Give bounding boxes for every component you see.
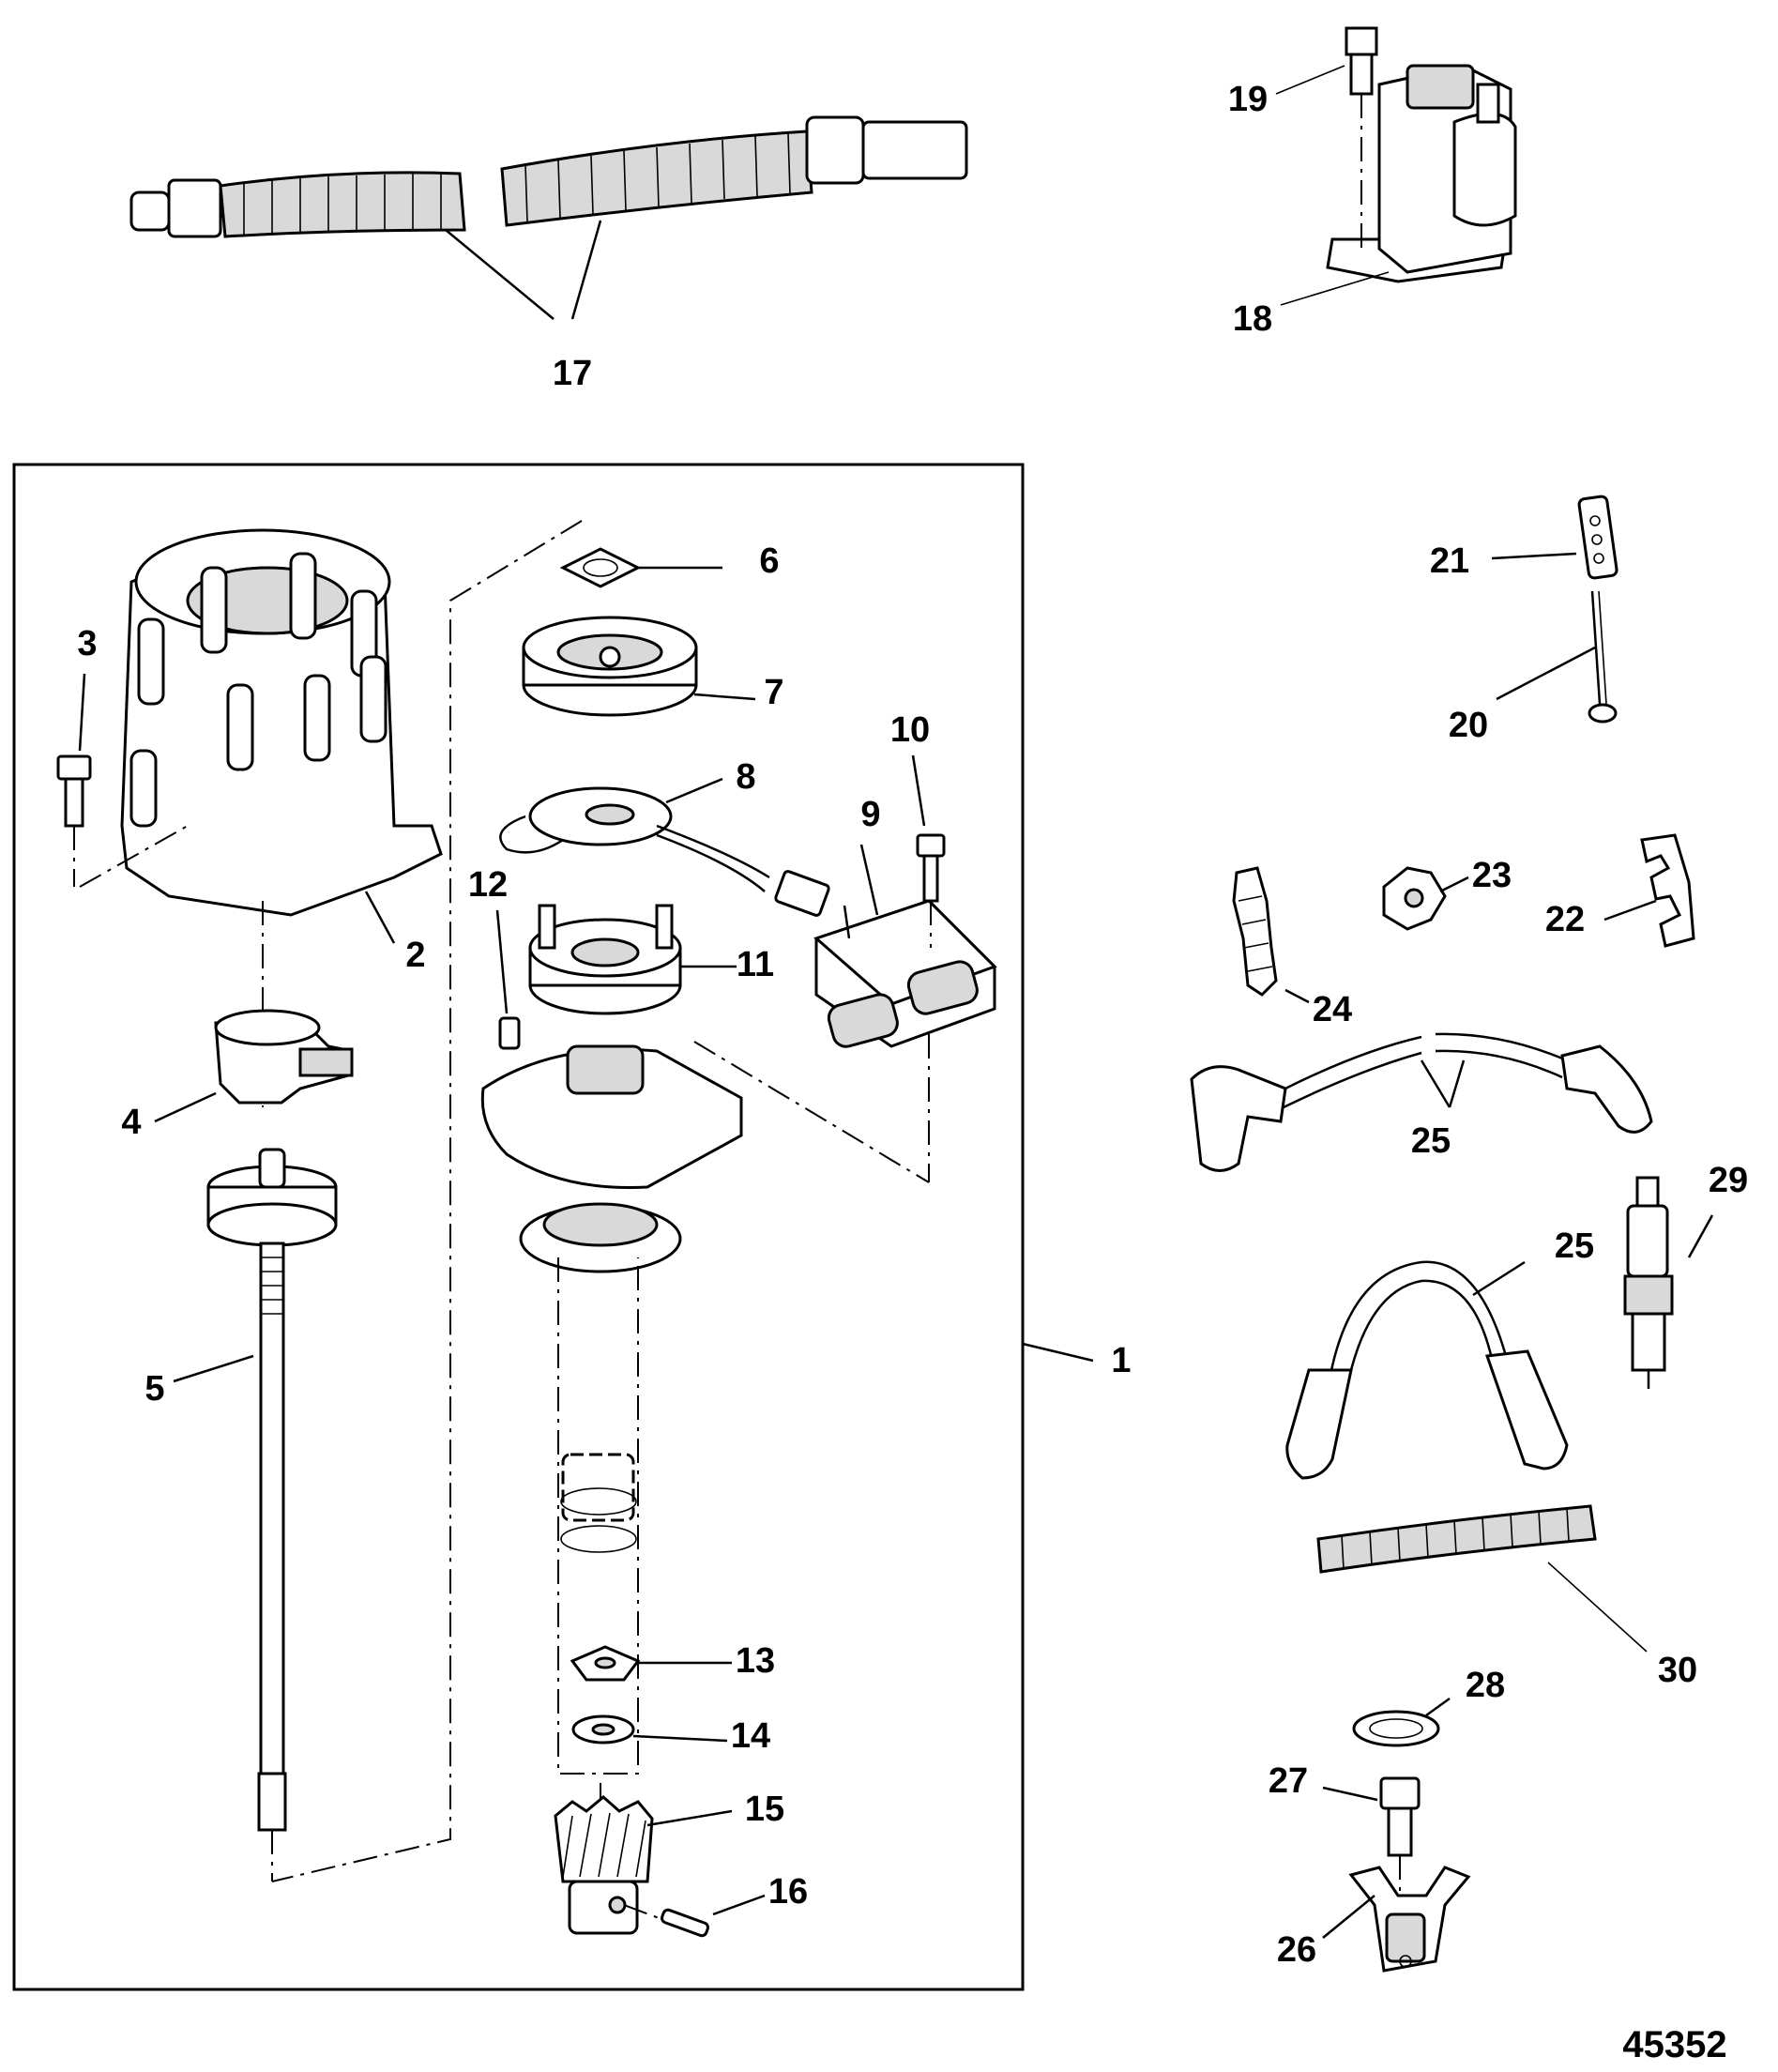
callout-20: 20 bbox=[1449, 706, 1488, 745]
callout-17: 17 bbox=[553, 354, 592, 393]
callout-21: 21 bbox=[1430, 541, 1469, 581]
ignition-coil-part-18 bbox=[1326, 64, 1517, 283]
callout-27: 27 bbox=[1269, 1761, 1308, 1801]
callout-28: 28 bbox=[1466, 1666, 1505, 1705]
ignition-module-part-9 bbox=[813, 899, 997, 1048]
bracket-part-26 bbox=[1348, 1866, 1471, 1973]
wire-retainer-part-24 bbox=[1232, 866, 1278, 997]
rotor-part-4 bbox=[214, 1009, 354, 1105]
distributor-housing bbox=[480, 1044, 743, 1886]
pickup-coil-part-8 bbox=[499, 786, 830, 917]
wire-clip-part-23 bbox=[1382, 866, 1447, 931]
assembly-box-part-1 bbox=[12, 463, 1025, 1991]
callout-23: 23 bbox=[1472, 856, 1512, 895]
module-screw-part-10 bbox=[916, 833, 946, 948]
shaft-part-5 bbox=[206, 1148, 338, 1882]
callout-26: 26 bbox=[1277, 1930, 1316, 1970]
callout-22: 22 bbox=[1545, 900, 1585, 939]
callout-6: 6 bbox=[759, 541, 779, 581]
callout-8: 8 bbox=[736, 757, 755, 797]
washer-part-14 bbox=[571, 1714, 635, 1744]
pin-part-12 bbox=[498, 1016, 521, 1050]
callout-24: 24 bbox=[1313, 990, 1352, 1029]
tie-part-20 bbox=[1588, 590, 1618, 724]
callout-30: 30 bbox=[1658, 1651, 1697, 1690]
callout-3: 3 bbox=[77, 624, 97, 663]
wire-clip-part-21 bbox=[1577, 495, 1618, 580]
roll-pin-part-16 bbox=[623, 1904, 709, 1938]
callout-4: 4 bbox=[121, 1103, 141, 1142]
callout-14: 14 bbox=[731, 1716, 770, 1756]
callout-13: 13 bbox=[736, 1641, 775, 1681]
callout-19: 19 bbox=[1228, 80, 1268, 119]
cap-screw-part-3 bbox=[56, 754, 92, 887]
cover-part-7 bbox=[522, 616, 698, 717]
pole-piece-part-11 bbox=[528, 904, 682, 1015]
loom-part-30 bbox=[1316, 1504, 1597, 1574]
spark-plug-part-29 bbox=[1623, 1176, 1674, 1389]
coil-screw-part-19 bbox=[1345, 26, 1378, 253]
gear-part-15 bbox=[554, 1795, 654, 1935]
distributor-cap-part-2 bbox=[79, 528, 443, 1107]
callout-2: 2 bbox=[405, 936, 425, 975]
spark-plug-wire-part-25-a bbox=[1190, 1032, 1653, 1172]
spark-plug-wire-part-25-b bbox=[1285, 1260, 1569, 1480]
callout-25-a: 25 bbox=[1411, 1121, 1451, 1161]
gasket-part-6 bbox=[559, 547, 642, 588]
callout-25-b: 25 bbox=[1555, 1226, 1594, 1266]
callout-10: 10 bbox=[890, 710, 930, 750]
callout-18: 18 bbox=[1233, 299, 1272, 339]
figure-id: 45352 bbox=[1622, 2024, 1726, 2065]
callout-29: 29 bbox=[1709, 1161, 1748, 1200]
callout-16: 16 bbox=[768, 1872, 808, 1912]
callout-9: 9 bbox=[860, 795, 880, 834]
callout-12: 12 bbox=[468, 865, 508, 905]
callout-15: 15 bbox=[745, 1790, 784, 1829]
wiring-harness-part-17 bbox=[129, 115, 968, 320]
callout-1: 1 bbox=[1111, 1341, 1131, 1380]
callout-11: 11 bbox=[737, 945, 774, 984]
callout-7: 7 bbox=[764, 673, 783, 712]
callout-5: 5 bbox=[144, 1369, 164, 1409]
wire-separator-part-22 bbox=[1640, 833, 1695, 948]
washer-part-13 bbox=[570, 1645, 641, 1682]
washer-part-28 bbox=[1352, 1710, 1440, 1747]
